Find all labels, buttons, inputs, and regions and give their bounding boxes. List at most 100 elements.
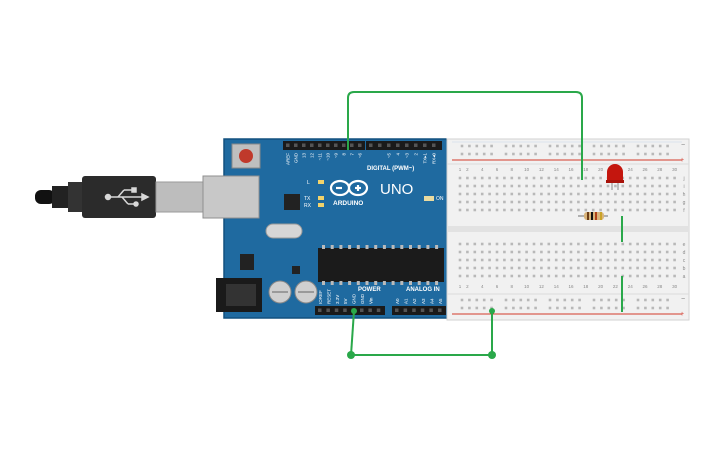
- rail-hole[interactable]: [636, 298, 640, 302]
- breadboard-hole[interactable]: [643, 250, 647, 254]
- breadboard-hole[interactable]: [658, 274, 662, 278]
- header-pin-socket[interactable]: [302, 143, 306, 148]
- breadboard-hole[interactable]: [525, 208, 528, 212]
- breadboard-hole[interactable]: [554, 258, 558, 262]
- breadboard-hole[interactable]: [665, 250, 669, 254]
- rail-hole[interactable]: [666, 152, 669, 156]
- breadboard-hole[interactable]: [480, 184, 484, 188]
- rail-hole[interactable]: [644, 144, 647, 148]
- breadboard-hole[interactable]: [517, 208, 521, 212]
- breadboard-hole[interactable]: [636, 266, 639, 270]
- breadboard-hole[interactable]: [599, 184, 602, 188]
- breadboard-hole[interactable]: [636, 250, 639, 254]
- breadboard-hole[interactable]: [577, 200, 580, 204]
- breadboard-hole[interactable]: [651, 242, 654, 246]
- breadboard-hole[interactable]: [591, 200, 595, 204]
- breadboard-hole[interactable]: [525, 192, 528, 196]
- rail-hole[interactable]: [460, 144, 464, 148]
- breadboard-hole[interactable]: [466, 258, 469, 262]
- breadboard-hole[interactable]: [554, 192, 558, 196]
- breadboard-hole[interactable]: [591, 258, 595, 262]
- breadboard-hole[interactable]: [577, 274, 580, 278]
- rail-hole[interactable]: [556, 152, 559, 156]
- header-pin-socket[interactable]: [310, 143, 314, 148]
- breadboard-hole[interactable]: [466, 192, 469, 196]
- breadboard-hole[interactable]: [554, 274, 558, 278]
- breadboard-hole[interactable]: [569, 258, 573, 262]
- rail-hole[interactable]: [644, 306, 647, 310]
- breadboard-hole[interactable]: [643, 184, 647, 188]
- rail-hole[interactable]: [614, 298, 618, 302]
- breadboard-hole[interactable]: [651, 176, 654, 180]
- breadboard-hole[interactable]: [473, 184, 477, 188]
- breadboard-hole[interactable]: [577, 192, 580, 196]
- header-pin-socket[interactable]: [326, 308, 330, 313]
- breadboard-hole[interactable]: [569, 266, 573, 270]
- breadboard-hole[interactable]: [517, 266, 521, 270]
- breadboard-hole[interactable]: [488, 208, 491, 212]
- rail-hole[interactable]: [658, 152, 662, 156]
- rail-hole[interactable]: [563, 298, 567, 302]
- breadboard-hole[interactable]: [503, 250, 506, 254]
- breadboard-hole[interactable]: [525, 266, 528, 270]
- header-pin-socket[interactable]: [326, 143, 330, 148]
- rail-hole[interactable]: [563, 152, 567, 156]
- rail-hole[interactable]: [614, 306, 618, 310]
- breadboard-hole[interactable]: [621, 250, 625, 254]
- breadboard-hole[interactable]: [658, 176, 662, 180]
- breadboard-hole[interactable]: [599, 274, 602, 278]
- header-pin-socket[interactable]: [350, 143, 354, 148]
- breadboard-hole[interactable]: [510, 274, 514, 278]
- rail-hole[interactable]: [607, 306, 611, 310]
- breadboard-hole[interactable]: [466, 208, 469, 212]
- rail-hole[interactable]: [592, 298, 596, 302]
- breadboard-hole[interactable]: [466, 250, 469, 254]
- breadboard-hole[interactable]: [658, 250, 662, 254]
- breadboard-hole[interactable]: [525, 258, 528, 262]
- rail-hole[interactable]: [666, 144, 669, 148]
- rail-hole[interactable]: [622, 152, 625, 156]
- rail-hole[interactable]: [600, 306, 603, 310]
- breadboard-hole[interactable]: [614, 192, 617, 196]
- breadboard-hole[interactable]: [532, 266, 536, 270]
- breadboard-hole[interactable]: [547, 208, 551, 212]
- rail-hole[interactable]: [504, 152, 508, 156]
- breadboard-hole[interactable]: [606, 274, 610, 278]
- breadboard-hole[interactable]: [569, 208, 573, 212]
- header-pin-socket[interactable]: [395, 308, 399, 313]
- breadboard-hole[interactable]: [547, 200, 551, 204]
- breadboard-hole[interactable]: [651, 192, 654, 196]
- breadboard-hole[interactable]: [673, 208, 676, 212]
- rail-hole[interactable]: [482, 144, 486, 148]
- breadboard-hole[interactable]: [651, 274, 654, 278]
- breadboard-hole[interactable]: [658, 208, 662, 212]
- rail-hole[interactable]: [578, 152, 581, 156]
- breadboard-hole[interactable]: [599, 192, 602, 196]
- rail-hole[interactable]: [504, 298, 508, 302]
- wire-pin10-to-led[interactable]: [347, 91, 583, 180]
- breadboard-hole[interactable]: [665, 258, 669, 262]
- breadboard-hole[interactable]: [577, 250, 580, 254]
- rail-hole[interactable]: [578, 298, 581, 302]
- breadboard-hole[interactable]: [628, 176, 632, 180]
- header-pin-socket[interactable]: [343, 308, 347, 313]
- breadboard-hole[interactable]: [488, 274, 491, 278]
- usb-cable[interactable]: [35, 176, 205, 218]
- breadboard-hole[interactable]: [554, 176, 558, 180]
- header-pin-socket[interactable]: [403, 308, 408, 313]
- breadboard-hole[interactable]: [466, 184, 469, 188]
- header-pin-socket[interactable]: [294, 143, 298, 148]
- breadboard-hole[interactable]: [458, 184, 462, 188]
- breadboard-hole[interactable]: [488, 192, 491, 196]
- breadboard-hole[interactable]: [673, 258, 676, 262]
- breadboard-hole[interactable]: [458, 200, 462, 204]
- breadboard-hole[interactable]: [577, 176, 580, 180]
- rail-hole[interactable]: [622, 298, 625, 302]
- breadboard-hole[interactable]: [636, 258, 639, 262]
- breadboard-hole[interactable]: [658, 200, 662, 204]
- breadboard-hole[interactable]: [584, 242, 588, 246]
- breadboard-hole[interactable]: [517, 176, 521, 180]
- breadboard-hole[interactable]: [643, 258, 647, 262]
- rail-hole[interactable]: [570, 306, 574, 310]
